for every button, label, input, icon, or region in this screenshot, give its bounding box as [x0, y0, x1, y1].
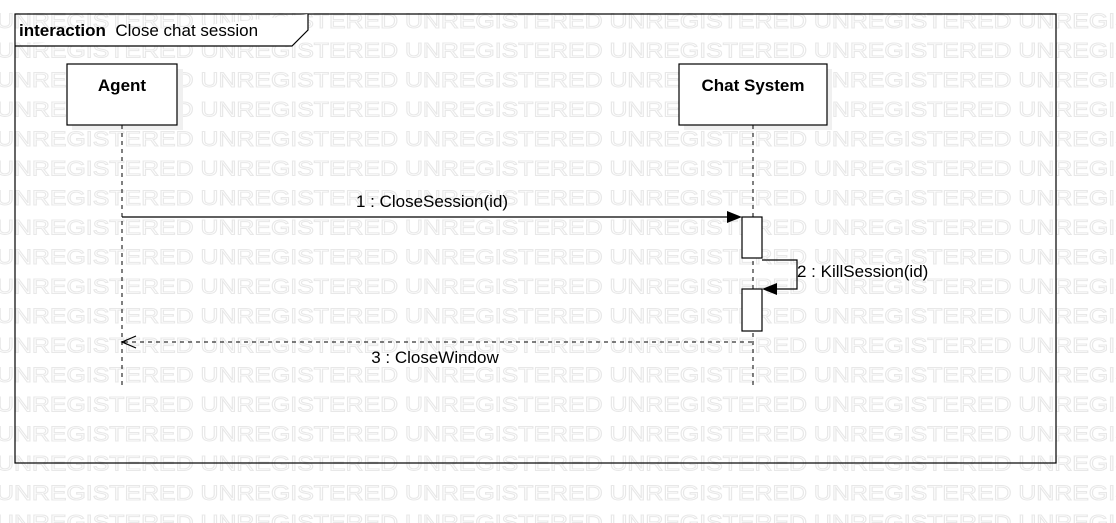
watermark-row: UNREGISTERED UNREGISTERED UNREGISTERED U… [0, 187, 1116, 210]
watermark-row: UNREGISTERED UNREGISTERED UNREGISTERED U… [0, 453, 1116, 476]
watermark-row: UNREGISTERED UNREGISTERED UNREGISTERED U… [0, 276, 1116, 299]
watermark-row: UNREGISTERED UNREGISTERED UNREGISTERED U… [0, 394, 1116, 417]
message-kill-session[interactable]: 2 : KillSession(id) [762, 259, 928, 295]
lifeline-chat-system-box[interactable] [678, 63, 828, 126]
watermark-row: UNREGISTERED UNREGISTERED UNREGISTERED U… [0, 99, 1116, 122]
activation-bar-1 [741, 216, 763, 259]
watermark: UNREGISTERED UNREGISTERED UNREGISTERED U… [0, 10, 1116, 523]
watermark-row: UNREGISTERED UNREGISTERED UNREGISTERED U… [0, 335, 1116, 358]
activation-bar-2 [741, 288, 763, 332]
watermark-row: UNREGISTERED UNREGISTERED UNREGISTERED U… [0, 512, 1116, 523]
message-close-window[interactable]: 3 : CloseWindow [120, 335, 752, 367]
watermark-row: UNREGISTERED UNREGISTERED UNREGISTERED U… [0, 364, 1116, 387]
watermark-row: UNREGISTERED UNREGISTERED UNREGISTERED U… [0, 423, 1116, 446]
lifeline-agent-box[interactable] [66, 63, 178, 126]
message-close-session[interactable]: 1 : CloseSession(id) [122, 192, 742, 223]
watermark-row: UNREGISTERED UNREGISTERED UNREGISTERED U… [0, 305, 1116, 328]
open-arrowhead-icon [120, 335, 137, 349]
lifeline-chat-system-name: Chat System [702, 76, 805, 95]
message-close-session-label: 1 : CloseSession(id) [356, 192, 508, 211]
watermark-row: UNREGISTERED UNREGISTERED UNREGISTERED U… [0, 128, 1116, 151]
watermark-row: UNREGISTERED UNREGISTERED UNREGISTERED U… [0, 482, 1116, 505]
watermark-row: UNREGISTERED UNREGISTERED UNREGISTERED U… [0, 158, 1116, 181]
watermark-row: UNREGISTERED UNREGISTERED UNREGISTERED U… [0, 69, 1116, 92]
lifeline-chat-system[interactable]: Chat System [678, 63, 832, 385]
watermark-row: UNREGISTERED UNREGISTERED UNREGISTERED U… [0, 246, 1116, 269]
watermark-row: UNREGISTERED UNREGISTERED UNREGISTERED U… [0, 217, 1116, 240]
message-kill-session-line [762, 259, 798, 290]
lifeline-agent-name: Agent [98, 76, 147, 95]
synchronous-arrowhead-icon [727, 211, 742, 223]
message-close-window-label: 3 : CloseWindow [371, 348, 499, 367]
lifeline-agent[interactable]: Agent [66, 63, 183, 385]
frame-name-tab [15, 14, 309, 47]
message-kill-session-label: 2 : KillSession(id) [797, 262, 928, 281]
synchronous-arrowhead-icon [762, 283, 777, 295]
frame-name: Close chat session [115, 21, 258, 40]
frame-keyword: interaction [19, 21, 106, 40]
interaction-frame [14, 13, 1057, 464]
frame-title: interaction Close chat session [19, 21, 258, 40]
